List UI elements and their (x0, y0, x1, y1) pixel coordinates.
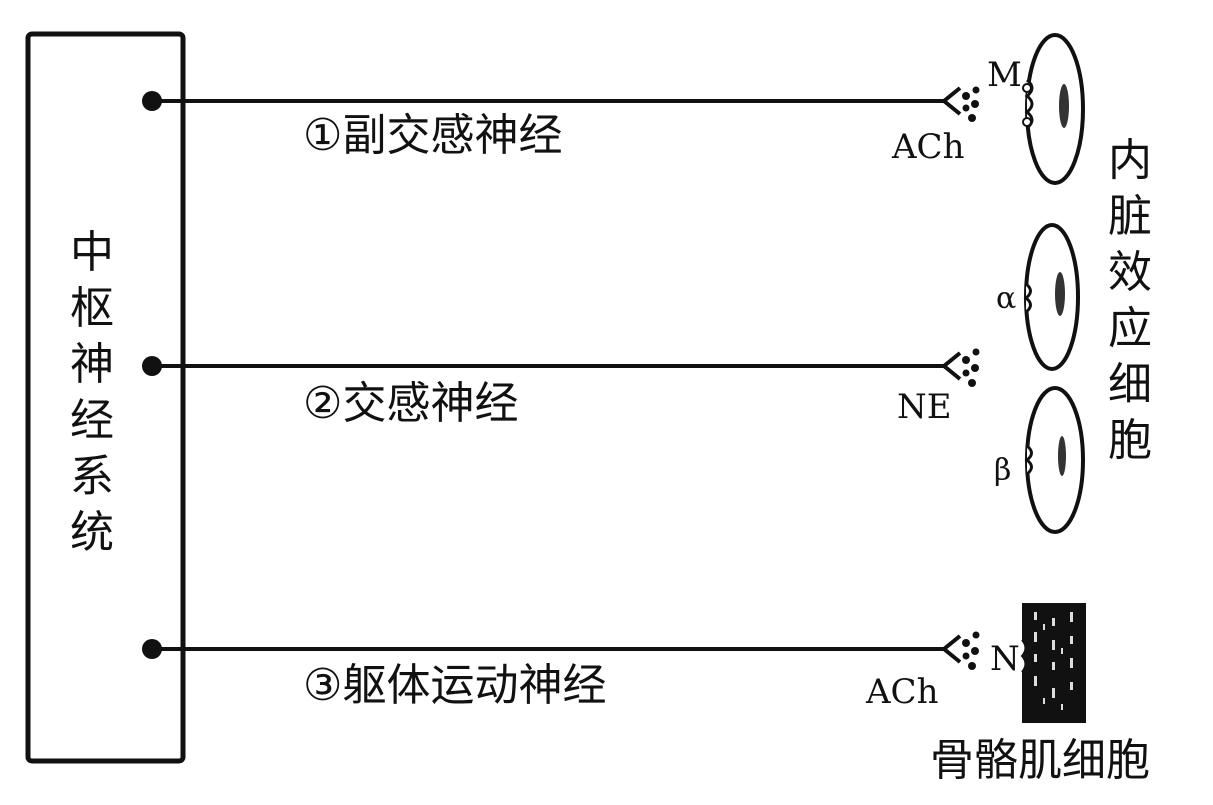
nucleus-alpha (1055, 272, 1065, 316)
nerve-label-1: ①副交感神经 (303, 110, 562, 161)
transmitter-label-2: NE (897, 387, 952, 427)
vesicles-ach-3 (962, 631, 980, 670)
receptor-shape-alpha (1023, 282, 1032, 314)
visceral-cells-label: 内脏效应细胞 (1108, 135, 1152, 466)
transmitter-label-3: ACh (865, 672, 938, 712)
axon-terminal-1 (940, 86, 962, 116)
nerve-label-3: ③躯体运动神经 (303, 660, 606, 711)
receptor-label-beta: β (994, 453, 1011, 488)
skeletal-muscle-cell (1020, 603, 1086, 723)
vesicles-ach-1 (962, 86, 980, 122)
visceral-cell-alpha (1024, 223, 1080, 371)
receptor-shape-beta (1024, 444, 1033, 476)
receptor-label-n: N (990, 639, 1020, 679)
axon-terminal-2 (940, 351, 962, 381)
transmitter-label-1: ACh (891, 127, 964, 167)
nucleus-beta (1058, 436, 1066, 476)
receptor-label-m: M (987, 55, 1022, 95)
vesicles-ne (962, 348, 980, 387)
skeletal-muscle-label: 骨骼肌细胞 (930, 735, 1150, 786)
axon-terminal-3 (940, 634, 962, 664)
visceral-cell-m (1025, 33, 1085, 185)
cns-label: 中枢神经系统 (70, 227, 114, 558)
cns-box (25, 31, 186, 764)
nerve-label-2: ②交感神经 (303, 378, 518, 429)
nucleus-m (1059, 84, 1069, 128)
visceral-cell-beta (1025, 386, 1085, 534)
receptor-label-alpha: α (996, 281, 1016, 316)
